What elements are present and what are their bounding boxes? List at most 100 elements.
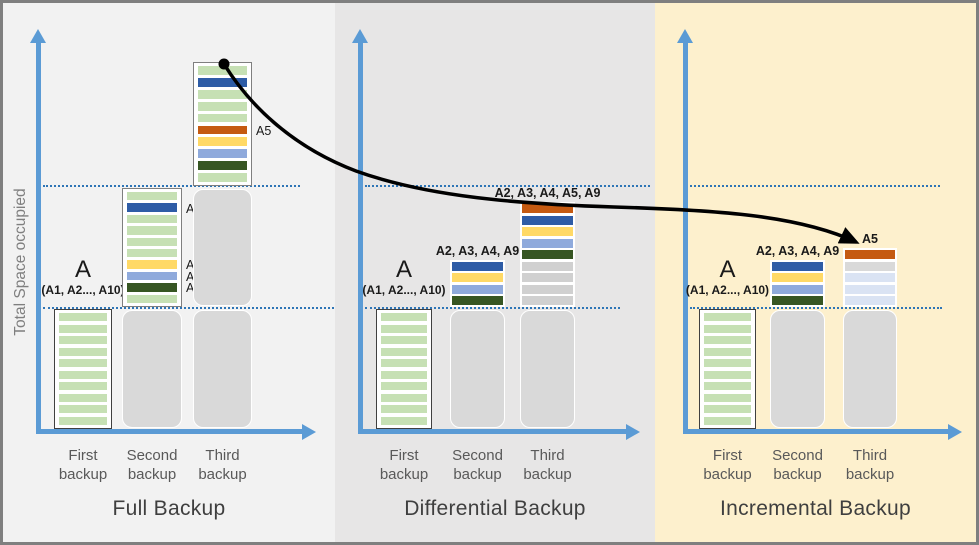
data-block-stripe-pale_blue <box>845 284 895 294</box>
bar-head-label-small: (A1, A2..., A10) <box>41 283 125 297</box>
data-block-stripe-green <box>198 89 247 99</box>
data-block-stripe-blue_light <box>772 284 823 294</box>
data-block-stripe-green <box>198 113 247 123</box>
x-axis <box>35 429 303 434</box>
data-block-stripe-blue_light <box>452 284 503 294</box>
y-axis <box>357 42 363 434</box>
data-block-stripe-green <box>127 214 177 224</box>
data-block-stripe-green <box>381 370 427 379</box>
data-block-stripe-yellow <box>522 227 573 236</box>
capacity-dotted-line <box>43 307 334 309</box>
data-block-stripe-green <box>381 359 427 368</box>
data-block-stripe-green <box>381 313 427 322</box>
data-block-stripe-yellow <box>452 273 503 282</box>
data-block-stripe-blue_light <box>127 271 177 281</box>
data-block-stripe-green <box>381 405 427 414</box>
data-block-stripe-green_dark <box>522 250 573 259</box>
data-block-stripe-green_dark <box>198 161 247 171</box>
backup-data-stack <box>376 309 432 429</box>
x-axis-arrow-icon <box>948 423 962 440</box>
x-axis-arrow-icon <box>626 423 640 440</box>
previous-backup-placeholder <box>122 310 182 428</box>
data-block-stripe-green <box>381 382 427 391</box>
data-block-stripe-green <box>127 226 177 235</box>
data-block-stripe-orange <box>845 250 895 259</box>
data-block-stripe-green <box>59 393 107 402</box>
panel-title-differential-backup: Differential Backup <box>404 497 586 520</box>
data-block-stripe-green <box>704 382 751 391</box>
data-block-stripe-green <box>127 249 177 258</box>
data-block-stripe-green <box>198 173 247 182</box>
backup-data-stack <box>699 309 756 429</box>
data-block-stripe-blue_light <box>198 149 247 159</box>
diagram-layer: A(A1, A2..., A10)First backupA9A4A3A2Sec… <box>3 3 976 542</box>
data-block-stripe-green <box>704 313 751 322</box>
data-block-stripe-blue_dark <box>522 215 573 225</box>
stack-top-annotation: A5 <box>862 232 878 246</box>
data-block-stripe-green <box>381 393 427 402</box>
data-block-stripe-blue_dark <box>127 203 177 212</box>
data-block-stripe-blue_dark <box>452 261 503 271</box>
bar-head-label-small: (A1, A2..., A10) <box>685 283 770 297</box>
data-block-stripe-green <box>127 294 177 303</box>
capacity-dotted-line <box>690 185 940 187</box>
data-block-stripe-green <box>127 237 177 246</box>
data-block-stripe-green <box>198 66 247 75</box>
changed-blocks-stack <box>770 259 825 307</box>
x-axis <box>357 429 627 434</box>
previous-backup-placeholder <box>520 310 575 428</box>
changed-blocks-stack <box>450 259 505 307</box>
data-block-stripe-green <box>704 359 751 368</box>
data-block-stripe-pale_blue <box>845 273 895 282</box>
x-label-first-backup: First backup <box>58 447 108 483</box>
data-block-stripe-green <box>198 101 247 111</box>
data-block-stripe-green <box>704 324 751 333</box>
panel-title-incremental-backup: Incremental Backup <box>720 497 911 520</box>
previous-backup-placeholder <box>193 189 252 306</box>
data-block-stripe-green_dark <box>772 296 823 305</box>
data-block-stripe-green <box>381 347 427 356</box>
x-label-third-backup: Third backup <box>845 447 895 483</box>
capacity-dotted-line <box>43 185 300 187</box>
backup-data-stack <box>193 62 252 186</box>
data-block-stripe-blue_dark <box>772 261 823 271</box>
y-axis <box>682 42 688 434</box>
data-block-stripe-green <box>381 336 427 345</box>
data-block-stripe-gray <box>522 284 573 294</box>
panel-title-full-backup: Full Backup <box>112 497 226 520</box>
data-block-stripe-green <box>59 416 107 425</box>
data-block-stripe-green <box>704 347 751 356</box>
x-label-first-backup: First backup <box>379 447 429 483</box>
data-block-stripe-green_dark <box>452 296 503 305</box>
bar-head-label-big: A <box>395 256 412 283</box>
capacity-dotted-line <box>365 307 620 309</box>
changed-blocks-stack <box>843 248 897 307</box>
data-block-stripe-gray <box>522 261 573 271</box>
previous-backup-placeholder <box>843 310 897 428</box>
x-label-first-backup: First backup <box>703 447 752 483</box>
stack-top-annotation: A2, A3, A4, A9 <box>755 243 840 258</box>
data-block-stripe-green <box>704 405 751 414</box>
data-block-stripe-green <box>59 382 107 391</box>
x-label-second-backup: Second backup <box>126 447 178 483</box>
y-axis-arrow-icon <box>677 29 693 43</box>
bar-head-label-big: A <box>719 256 736 283</box>
data-block-stripe-yellow <box>772 273 823 282</box>
x-axis <box>682 429 949 434</box>
data-block-stripe-gray <box>522 296 573 305</box>
data-block-stripe-green <box>381 416 427 425</box>
data-block-stripe-pale_blue <box>845 296 895 305</box>
bar-head-label: A(A1, A2..., A10) <box>344 257 464 298</box>
previous-backup-placeholder <box>770 310 825 428</box>
y-axis-arrow-icon <box>352 29 368 43</box>
bar-head-label-big: A <box>74 256 91 283</box>
previous-backup-placeholder <box>193 310 252 428</box>
data-block-stripe-yellow <box>198 137 247 147</box>
bar-head-label: A(A1, A2..., A10) <box>23 257 143 298</box>
previous-backup-placeholder <box>450 310 505 428</box>
data-block-stripe-green <box>59 359 107 368</box>
data-block-stripe-green <box>59 336 107 345</box>
capacity-dotted-line <box>690 307 942 309</box>
data-block-stripe-green <box>704 336 751 345</box>
